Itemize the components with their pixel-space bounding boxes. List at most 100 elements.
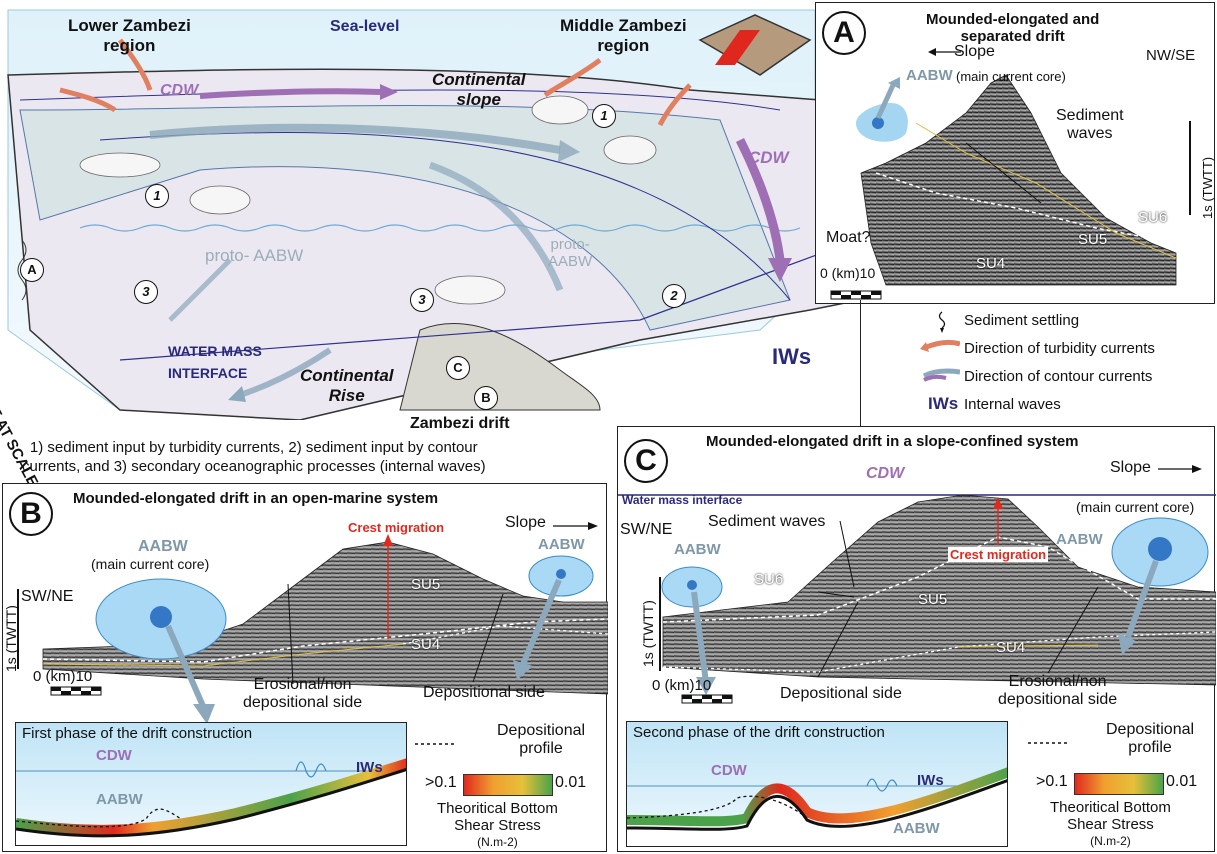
panel-a-scale-bar: [830, 290, 882, 300]
panel-a-seismic: [830, 48, 1191, 300]
panel-c-phase-aabw: AABW: [893, 820, 940, 837]
turbidity-arrow-icon: [923, 339, 960, 351]
panel-b-su5: SU5: [411, 576, 441, 593]
panel-a-moat: Moat?: [826, 229, 871, 246]
panel-b-profile-line: [415, 743, 455, 745]
lower-zambezi-label: Lower Zambezi region: [68, 16, 191, 56]
panel-c-su5: SU5: [918, 591, 948, 608]
panel-c-phase-iws: IWs: [917, 772, 944, 789]
middle-zambezi-line1: Middle Zambezi: [560, 16, 687, 35]
middle-zambezi-label: Middle Zambezi region: [560, 16, 687, 56]
panel-c-profile-line: [1028, 742, 1068, 744]
marker-b: B: [474, 386, 498, 410]
panel-c-stress-unit: (N.m-2): [1090, 834, 1131, 848]
panel-a-hscale: 0 (km)10: [820, 265, 876, 281]
panel-a-sediment-waves: Sediment waves: [1056, 107, 1124, 143]
continental-rise-label: Continental Rise: [300, 366, 394, 406]
panel-c-erosional-line1: Erosional/non: [1008, 673, 1107, 690]
panel-b-phase-art: [16, 758, 406, 845]
continental-slope-label: Continental slope: [432, 70, 526, 110]
panel-c-orientation: SW/NE: [620, 521, 673, 538]
connector-line: [860, 300, 861, 426]
panel-c-dp-line1: Depositional: [1106, 721, 1195, 738]
lower-zambezi-line2: region: [103, 36, 156, 55]
panel-c-stress-label: Theoritical Bottom Shear Stress (N.m-2): [1050, 799, 1171, 850]
contour-arrow-icon: [922, 368, 960, 379]
panel-a-letter: A: [822, 11, 866, 55]
panel-c-crest-migration: Crest migration: [948, 547, 1049, 562]
wmi-line1: WATER MASS: [168, 343, 262, 359]
panel-b-crest-migration: Crest migration: [348, 520, 445, 535]
panel-b-erosional-line1: Erosional/non: [253, 676, 352, 693]
continental-rise-line2: Rise: [328, 386, 365, 405]
legend-turbidity: Direction of turbidity currents: [964, 340, 1155, 357]
panel-c-aabw-right: AABW: [1056, 531, 1103, 548]
middle-zambezi-line2: region: [597, 36, 650, 55]
panel-c-cdw: CDW: [866, 465, 905, 482]
block-diagram-art: [7, 9, 861, 421]
main-block-diagram: [0, 0, 861, 421]
panel-c-erosional: Erosional/non depositional side: [998, 673, 1117, 709]
panel-a-su4: SU4: [976, 255, 1006, 272]
legend-icons: [920, 311, 960, 382]
proto-aabw-label-1: proto- AABW: [205, 246, 304, 265]
panel-b-phase-aabw: AABW: [96, 791, 143, 808]
panel-c-stress-line2: Shear Stress: [1067, 816, 1154, 833]
panel-a-orientation: NW/SE: [1146, 47, 1196, 64]
legend: Sediment settling Direction of turbidity…: [920, 308, 1217, 420]
panel-c-seismic: [618, 465, 1216, 704]
main-caption: 1) sediment input by turbidity currents,…: [22, 438, 486, 476]
continental-slope-line2: slope: [456, 90, 501, 109]
panel-b-slope: Slope: [505, 514, 546, 531]
panel-a-slope: Slope: [954, 43, 995, 60]
panel-a-title: Mounded-elongated and separated drift: [926, 11, 1099, 45]
panel-c-depositional: Depositional side: [780, 685, 902, 702]
panel-b-erosional: Erosional/non depositional side: [243, 676, 362, 712]
sea-level-label: Sea-level: [330, 18, 400, 35]
panel-c-letter: C: [624, 439, 668, 483]
panel-c: C Mounded-elongated drift in a slope-con…: [617, 426, 1216, 852]
panel-a-su6: SU6: [1138, 209, 1168, 226]
panel-b-stress-line2: Shear Stress: [454, 817, 541, 834]
panel-b-aabw-left: AABW: [138, 538, 188, 555]
panel-a: A Mounded-elongated and separated drift …: [815, 2, 1215, 304]
process-3-mid: 3: [410, 288, 434, 312]
legend-iws-symbol: IWs: [928, 394, 959, 413]
panel-b-dp-line2: profile: [519, 740, 563, 757]
panel-a-title-line2: separated drift: [960, 28, 1065, 45]
panel-c-aabw-left: AABW: [674, 541, 721, 558]
panel-b-scale-bar: [50, 686, 102, 696]
process-2: 2: [662, 284, 686, 308]
panel-a-current-core: (main current core): [956, 69, 1066, 84]
panel-b-stress-line1: Theoritical Bottom: [437, 800, 558, 817]
panel-a-su5: SU5: [1078, 231, 1108, 248]
panel-b-erosional-line2: depositional side: [243, 694, 363, 711]
panel-b: B Mounded-elongated drift in an open-mar…: [2, 483, 608, 852]
panel-b-orientation: SW/NE: [21, 588, 74, 605]
panel-b-depositional: Depositional side: [423, 684, 545, 701]
panel-c-phase-art: [627, 767, 1007, 846]
caption-line2: currents, and 3) secondary oceanographic…: [22, 458, 486, 475]
cdw-label-top: CDW: [160, 82, 199, 99]
panel-c-vscale: 1s (TWTT): [640, 600, 656, 667]
panel-c-scale-bar: [681, 694, 733, 704]
cdw-label-right: CDW: [748, 148, 789, 167]
panel-c-stress-colorbar: [1074, 773, 1164, 795]
caption-line1: 1) sediment input by turbidity currents,…: [29, 439, 478, 456]
panel-b-phase: First phase of the drift construction CD…: [15, 722, 407, 846]
panel-b-phase-iws: IWs: [356, 759, 383, 776]
panel-a-vscale: 1s (TWTT): [1200, 156, 1215, 219]
marker-c: C: [446, 356, 470, 380]
sediment-settling-icon: [938, 311, 946, 329]
panel-b-hscale: 0 (km)10: [33, 668, 93, 685]
process-3-left: 3: [134, 280, 158, 304]
continental-rise-line1: Continental: [300, 366, 394, 385]
panel-b-vscale: 1s (TWTT): [3, 605, 19, 672]
panel-b-stress-label: Theoritical Bottom Shear Stress (N.m-2): [437, 800, 558, 851]
panel-b-current-core: (main current core): [91, 556, 210, 572]
panel-a-sw-line2: waves: [1067, 125, 1113, 142]
panel-b-aabw-right: AABW: [538, 536, 585, 553]
proto-aabw-2-line1: proto-: [550, 236, 590, 253]
panel-c-stress-line1: Theoritical Bottom: [1050, 799, 1171, 816]
panel-c-title: Mounded-elongated drift in a slope-confi…: [706, 433, 1079, 450]
